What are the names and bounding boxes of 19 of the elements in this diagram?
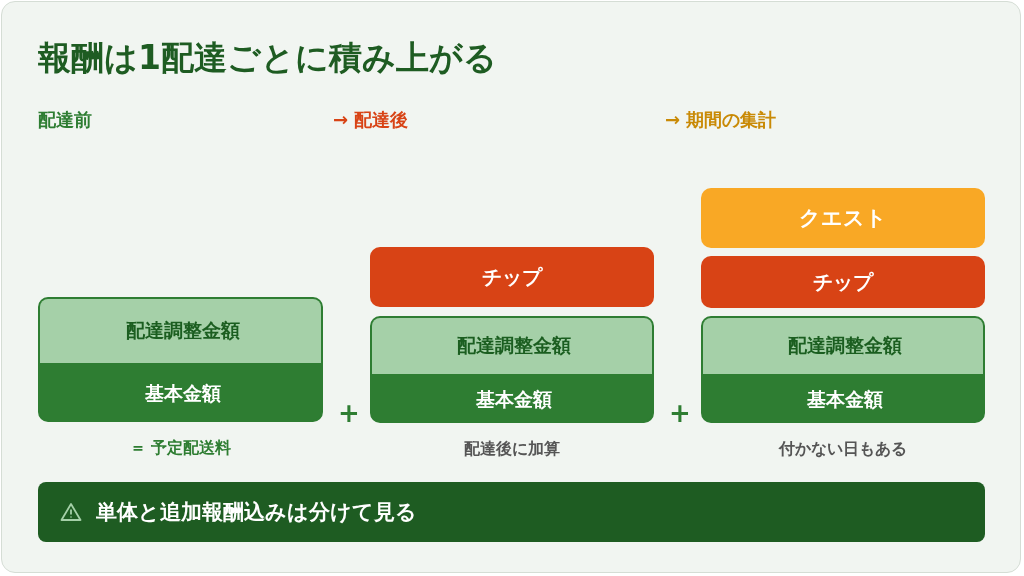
column-heading: → 配達後 [333,108,409,132]
quest-box: クエスト [701,188,985,248]
stack-box [38,297,323,422]
stack-box [370,316,654,423]
plus-sign: + [669,398,691,428]
node-label: 付かない日もある [777,439,908,460]
warning-banner: 単体と追加報酬込みは分けて見る [38,482,985,542]
amount-band: 配達調整金額 [40,299,321,363]
node-label: ＝ 予定配送料 [128,438,233,459]
column-heading: 配達前 [38,108,92,132]
amount-band: 配達調整金額 [372,318,652,374]
tip-box: チップ [370,247,654,307]
stack-box [701,316,985,423]
amount-band: 配達調整金額 [703,318,983,374]
tip-box: チップ [701,256,985,308]
title: 報酬は1配達ごとに積み上がる [38,37,497,79]
node-label: 配達後に加算 [463,439,561,460]
plus-sign: + [338,398,360,428]
column-heading: → 期間の集計 [665,108,777,132]
